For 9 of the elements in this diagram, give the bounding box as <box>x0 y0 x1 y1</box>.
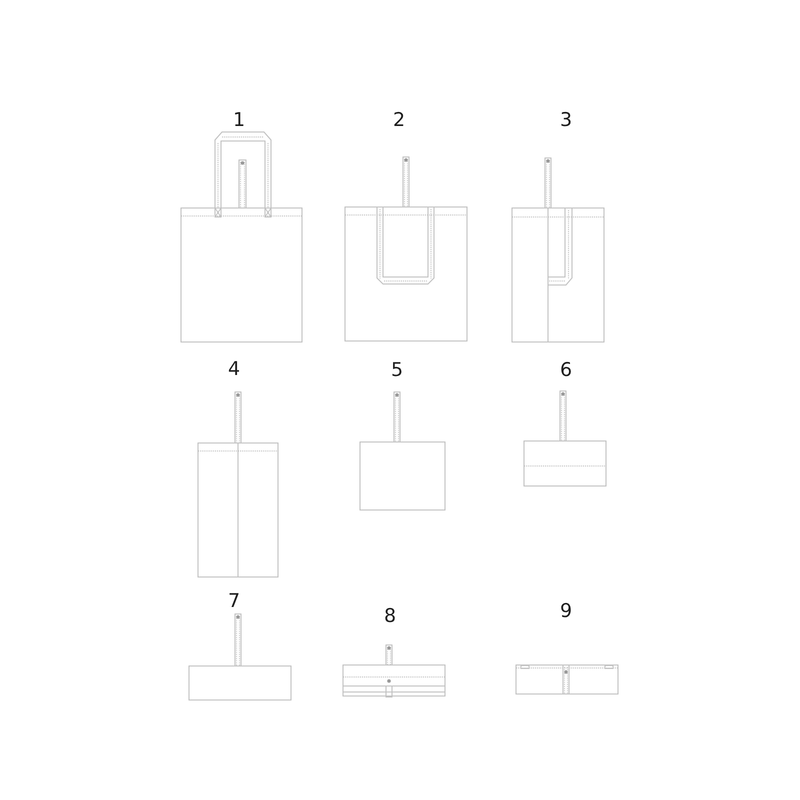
step-number: 5 <box>390 360 404 380</box>
step-number: 3 <box>560 110 572 130</box>
step-number: 8 <box>384 606 396 626</box>
step-number: 9 <box>560 601 572 621</box>
step-number: 7 <box>228 591 240 611</box>
step-number: 1 <box>232 110 246 130</box>
step-number: 4 <box>228 359 240 379</box>
step-number: 6 <box>560 360 572 380</box>
step-number: 2 <box>392 110 406 130</box>
